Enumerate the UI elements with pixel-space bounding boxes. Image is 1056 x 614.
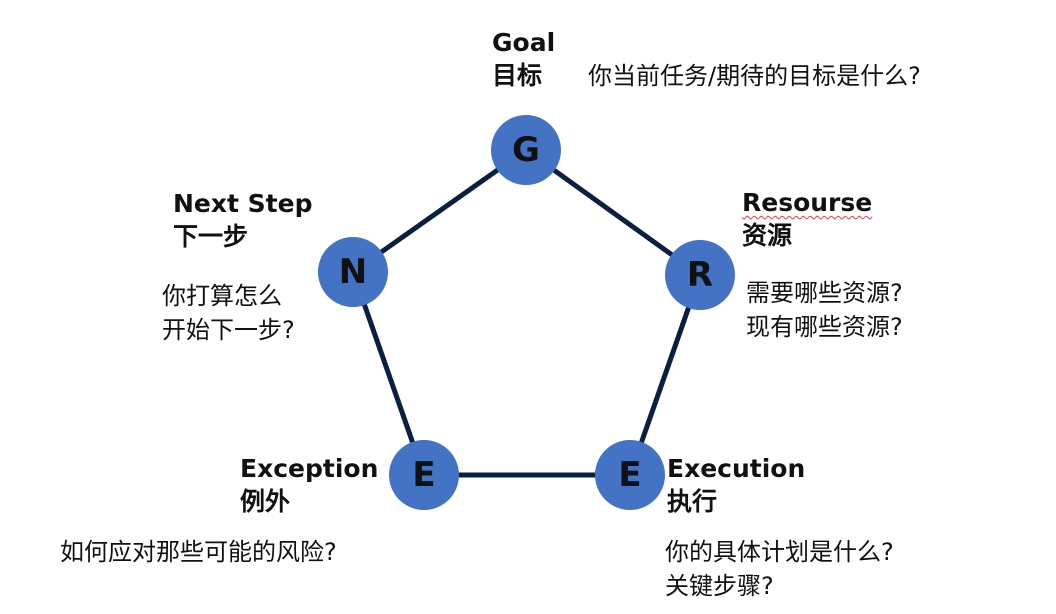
next-step-description: 你打算怎么 开始下一步? bbox=[162, 279, 295, 347]
next-step-title: Next Step 下一步 bbox=[173, 187, 312, 253]
resource-description-line-2: 现有哪些资源? bbox=[746, 313, 903, 341]
next-step-description-line-1: 你打算怎么 bbox=[162, 282, 282, 310]
execution-title: Execution 执行 bbox=[667, 452, 805, 518]
next-step-title-zh: 下一步 bbox=[173, 222, 249, 251]
goal-title-zh: 目标 bbox=[492, 61, 543, 90]
node-next-step: N bbox=[318, 237, 388, 307]
resource-description-line-1: 需要哪些资源? bbox=[746, 279, 903, 307]
node-resource: R bbox=[665, 240, 735, 310]
node-exception: E bbox=[389, 440, 459, 510]
exception-description: 如何应对那些可能的风险? bbox=[60, 535, 337, 569]
resource-title-zh: 资源 bbox=[742, 221, 793, 250]
exception-title: Exception 例外 bbox=[240, 452, 378, 518]
goal-description-line: 你当前任务/期待的目标是什么? bbox=[588, 62, 921, 90]
resource-description: 需要哪些资源? 现有哪些资源? bbox=[746, 276, 903, 344]
goal-description: 你当前任务/期待的目标是什么? bbox=[588, 59, 921, 93]
execution-title-zh: 执行 bbox=[667, 487, 718, 516]
node-goal: G bbox=[491, 115, 561, 185]
exception-title-zh: 例外 bbox=[240, 487, 291, 516]
execution-description: 你的具体计划是什么? 关键步骤? bbox=[665, 535, 894, 603]
exception-title-en: Exception bbox=[240, 454, 379, 483]
resource-title: Resourse 资源 bbox=[742, 186, 872, 252]
node-execution: E bbox=[595, 440, 665, 510]
execution-title-en: Execution bbox=[667, 454, 806, 483]
resource-title-en: Resourse bbox=[742, 188, 873, 217]
execution-description-line-1: 你的具体计划是什么? bbox=[665, 538, 894, 566]
exception-description-line: 如何应对那些可能的风险? bbox=[60, 538, 337, 566]
next-step-title-en: Next Step bbox=[173, 189, 313, 218]
next-step-description-line-2: 开始下一步? bbox=[162, 316, 295, 344]
execution-description-line-2: 关键步骤? bbox=[665, 572, 774, 600]
goal-title-en: Goal bbox=[492, 28, 556, 57]
goal-title: Goal 目标 bbox=[492, 26, 555, 92]
